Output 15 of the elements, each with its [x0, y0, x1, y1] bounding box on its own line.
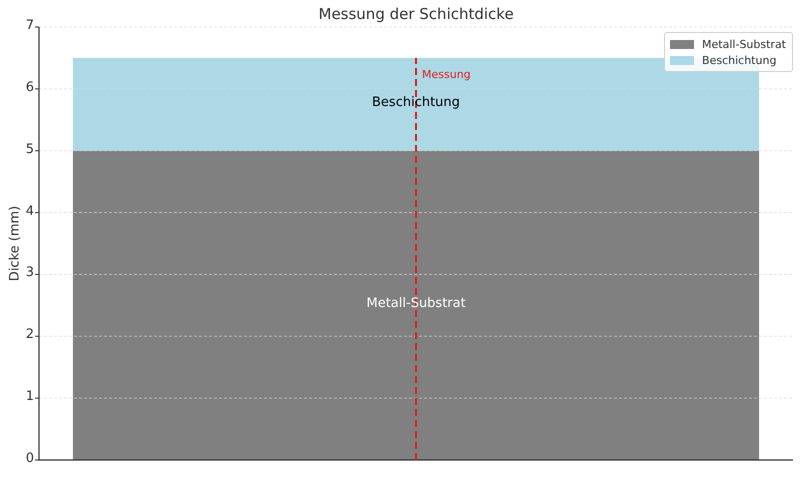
tick-label: 3	[26, 266, 34, 282]
tick-label: 5	[26, 142, 34, 158]
tick-label: 7	[26, 19, 34, 34]
tick-label: 1	[26, 390, 34, 406]
tick-label: 2	[26, 328, 34, 344]
axis-title: Dicke (mm)	[8, 206, 23, 282]
bar-label: Metall-Substrat	[366, 297, 466, 312]
bar-label: Beschichtung	[372, 96, 460, 112]
tick-label: 4	[26, 204, 34, 220]
chart-title: Messung der Schichtdicke	[318, 6, 514, 24]
tick-label: 0	[26, 452, 34, 467]
annotation-label: Messung	[422, 68, 471, 82]
legend-label: Metall-Substrat	[702, 38, 786, 50]
legend-label: Beschichtung	[702, 54, 776, 66]
tick-label: 6	[26, 80, 34, 96]
